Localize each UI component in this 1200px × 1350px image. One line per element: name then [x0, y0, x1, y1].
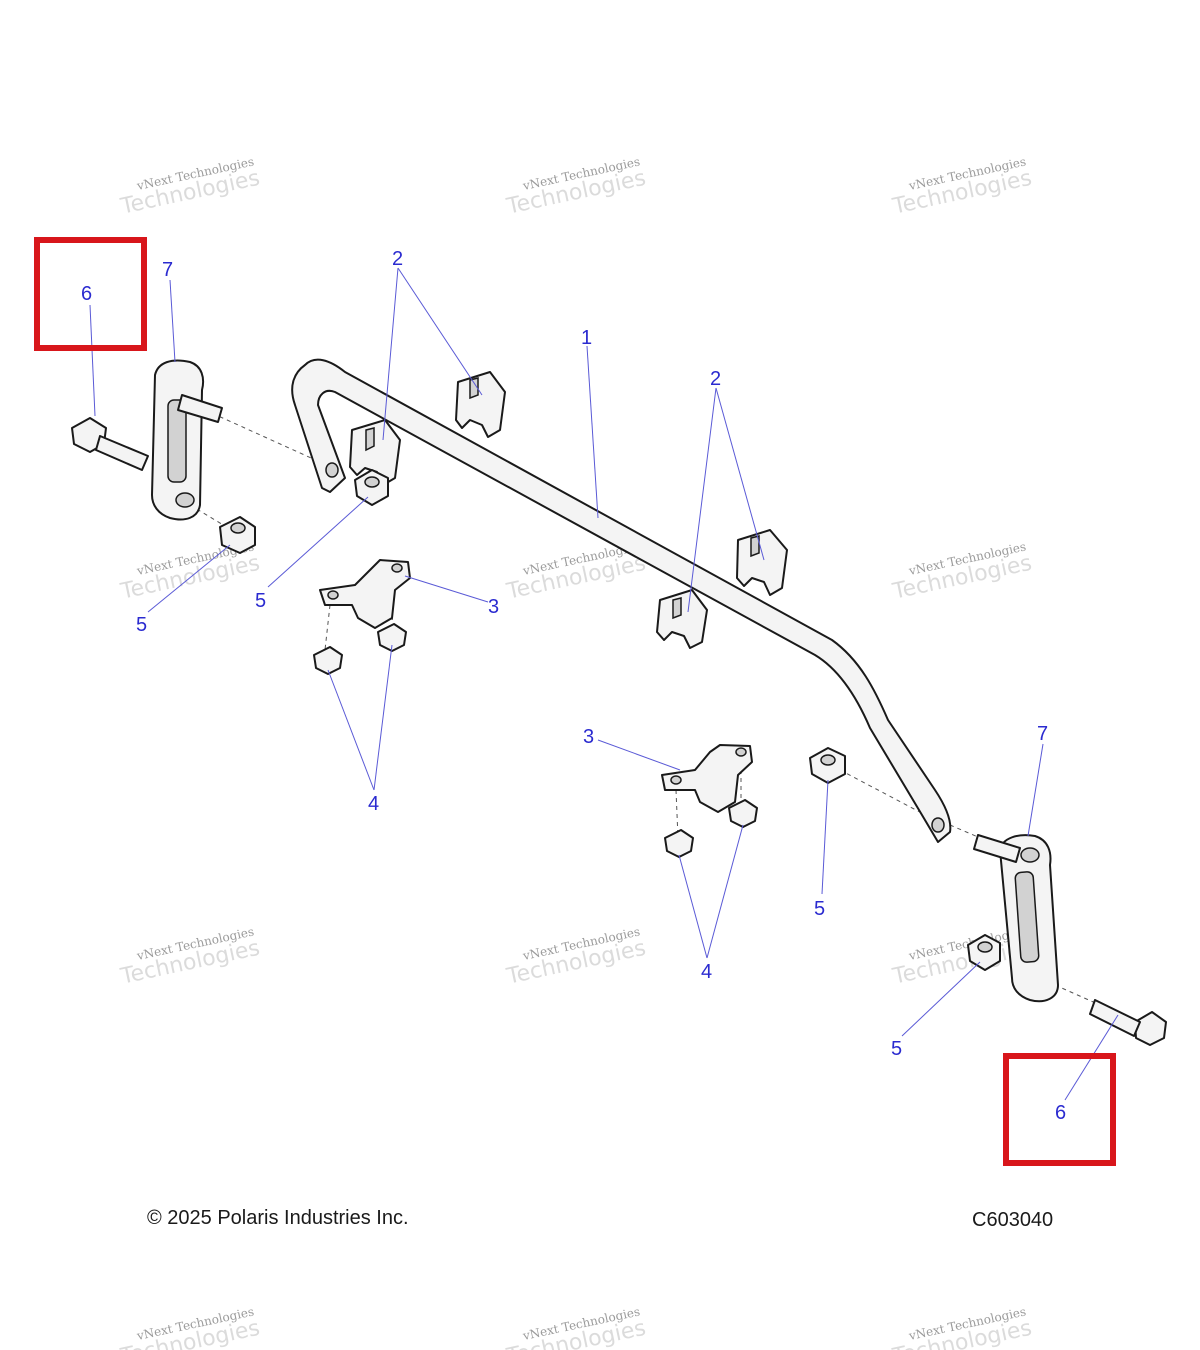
callout-5[interactable]: 5: [255, 590, 266, 612]
stabilizer-bar-body: [291, 358, 952, 843]
bushing-upper-right: [736, 529, 788, 596]
flange-nut: [377, 623, 407, 652]
leader-lines: [89, 267, 1119, 1101]
axis-line: [1054, 984, 1101, 1006]
callout-2[interactable]: 2: [710, 368, 721, 390]
flange-bolt-right: [1089, 999, 1167, 1046]
callout-7[interactable]: 7: [162, 259, 173, 281]
callout-4[interactable]: 4: [701, 961, 712, 983]
flange-bolt-left: [71, 417, 149, 471]
assembly-axes: [89, 409, 1101, 1006]
flange-nut: [313, 646, 343, 675]
callout-6[interactable]: 6: [1055, 1102, 1066, 1124]
bar-end-hole: [931, 817, 945, 833]
link-bushing: [967, 934, 1001, 971]
highlight-box-part-6: [34, 237, 147, 351]
flange-nut: [664, 829, 694, 858]
bushing-upper-left: [455, 371, 506, 438]
callout-labels: 1 2 2 3 3 4 4 5 5 5 5 6 6 7 7: [81, 248, 1066, 1124]
bar-end-hole: [325, 462, 339, 478]
bracket-left: [319, 559, 411, 629]
link-bushing: [219, 516, 256, 554]
stabilizer-bar: [291, 358, 952, 843]
figure-code: C603040: [972, 1209, 1054, 1231]
callout-6[interactable]: 6: [81, 283, 92, 305]
bushing-lower-left: [349, 419, 401, 486]
callout-7[interactable]: 7: [1037, 723, 1048, 745]
link-bushing: [809, 747, 846, 784]
axis-line: [675, 789, 679, 839]
axis-line: [949, 824, 986, 841]
link-bushing: [354, 469, 389, 506]
callout-5[interactable]: 5: [136, 614, 147, 636]
stabilizer-link-right: [973, 834, 1059, 1003]
callout-1[interactable]: 1: [581, 327, 592, 349]
axis-line: [204, 409, 321, 463]
callout-5[interactable]: 5: [891, 1038, 902, 1060]
callout-2[interactable]: 2: [392, 248, 403, 270]
callout-5[interactable]: 5: [814, 898, 825, 920]
callout-3[interactable]: 3: [488, 596, 499, 618]
callout-3[interactable]: 3: [583, 726, 594, 748]
flange-nut: [728, 799, 758, 828]
highlight-box-part-6: [1003, 1053, 1116, 1166]
bushing-lower-right: [656, 589, 708, 649]
bracket-right: [661, 744, 753, 813]
copyright-notice: © 2025 Polaris Industries Inc.: [147, 1207, 409, 1229]
stabilizer-link-left: [151, 359, 223, 521]
axis-line: [324, 604, 331, 651]
callout-4[interactable]: 4: [368, 793, 379, 815]
